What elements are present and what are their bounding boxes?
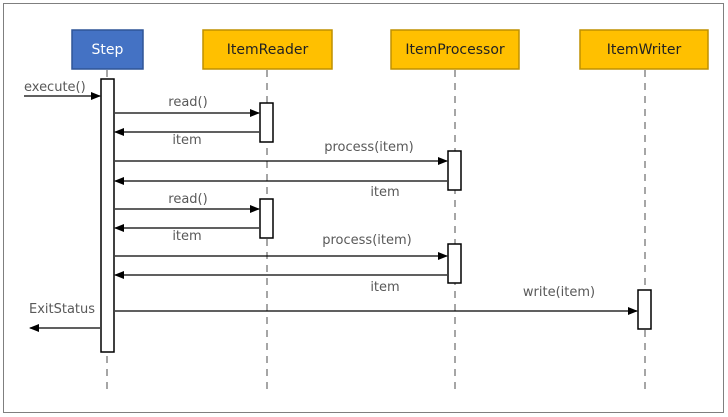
participant-item-writer-label: ItemWriter [607, 42, 682, 58]
activation-reader-2 [259, 198, 274, 239]
message-process-2: process(item) [115, 233, 448, 260]
message-read-1: read() [115, 95, 260, 117]
participant-item-processor-label: ItemProcessor [405, 42, 505, 58]
message-read-2: read() [115, 192, 260, 213]
message-item-1-label: item [172, 133, 201, 148]
message-execute: execute() [24, 80, 101, 100]
activation-writer [637, 289, 652, 330]
message-exit-status: ExitStatus [29, 302, 100, 332]
participant-item-reader: ItemReader [202, 29, 333, 70]
message-item-4: item [114, 271, 447, 295]
message-process-2-label: process(item) [322, 233, 411, 248]
participant-step-label: Step [92, 42, 124, 58]
message-item-1: item [114, 128, 259, 148]
diagram-frame [3, 3, 724, 413]
participant-item-processor: ItemProcessor [390, 29, 520, 70]
message-execute-label: execute() [24, 80, 86, 95]
message-write: write(item) [115, 285, 638, 315]
message-write-label: write(item) [523, 285, 595, 300]
participant-item-reader-label: ItemReader [227, 42, 309, 58]
activation-reader-1 [259, 102, 274, 143]
message-process-1-label: process(item) [324, 140, 413, 155]
activation-step [100, 78, 115, 353]
message-item-2: item [114, 177, 447, 200]
message-item-2-label: item [370, 185, 399, 200]
participant-step: Step [71, 29, 144, 70]
activation-processor-1 [447, 150, 462, 191]
message-process-1: process(item) [115, 140, 448, 165]
activation-processor-2 [447, 243, 462, 284]
participant-item-writer: ItemWriter [579, 29, 709, 70]
message-read-1-label: read() [168, 95, 207, 110]
message-exit-status-label: ExitStatus [29, 302, 95, 317]
message-item-4-label: item [370, 280, 399, 295]
message-item-3-label: item [172, 229, 201, 244]
message-read-2-label: read() [168, 192, 207, 207]
message-item-3: item [114, 224, 259, 244]
